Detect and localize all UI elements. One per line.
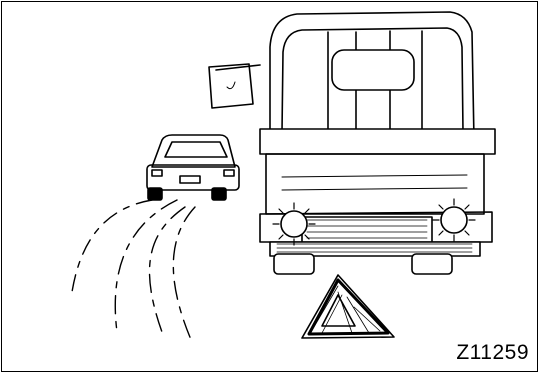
truck: [260, 12, 495, 274]
figure-code: Z11259: [456, 341, 529, 365]
tire-tracks: [72, 200, 195, 342]
warning-triangle: [302, 275, 394, 338]
warning-flag: [209, 64, 260, 108]
passing-car: [147, 135, 239, 200]
